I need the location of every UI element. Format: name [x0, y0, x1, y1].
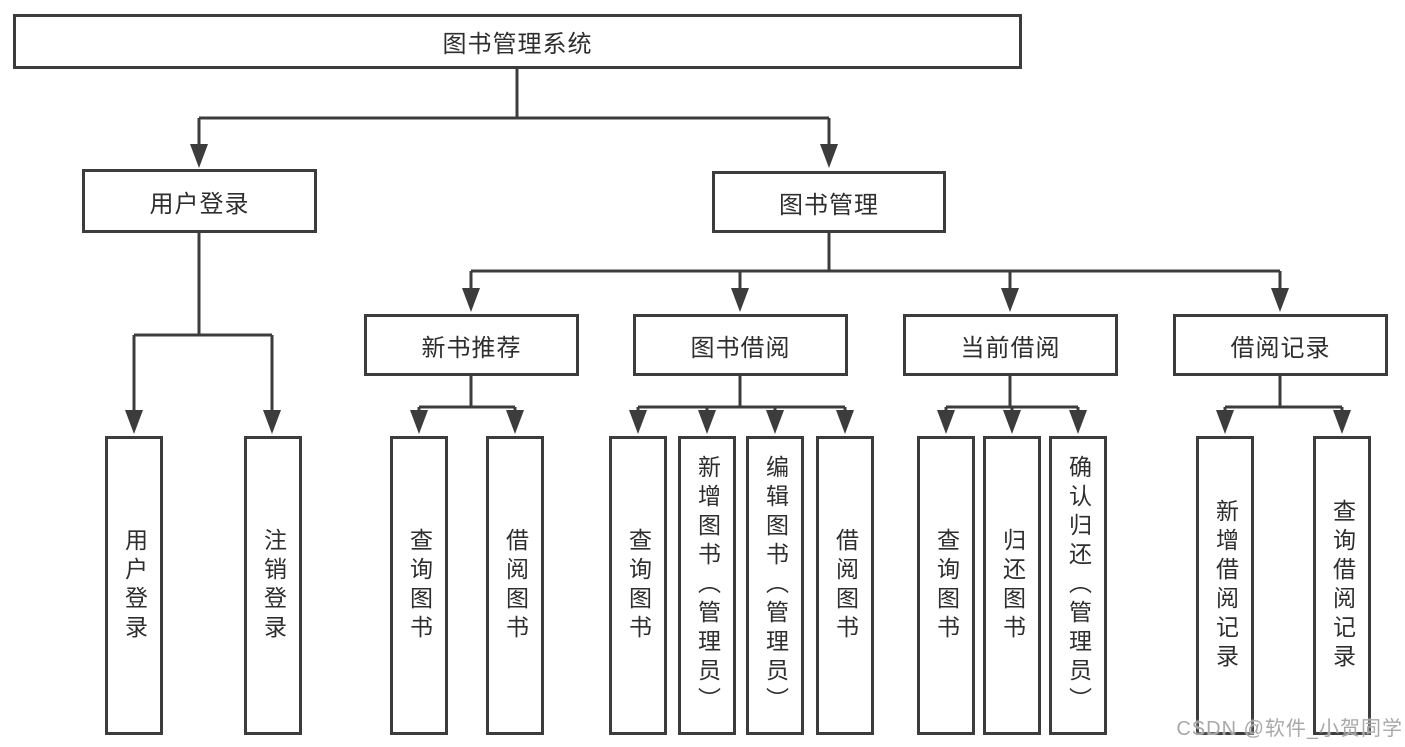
- node-user-login: 用户登录: [82, 169, 317, 233]
- node-root-system: 图书管理系统: [13, 14, 1022, 69]
- node-book-borrow: 图书借阅: [633, 314, 848, 376]
- leaf-user-login: 用户登录: [105, 436, 163, 735]
- leaf-query-borrow-record: 查询借阅记录: [1313, 436, 1371, 735]
- leaf-add-borrow-record: 新增借阅记录: [1196, 436, 1254, 735]
- csdn-watermark: CSDN @软件_小贺同学: [1176, 718, 1403, 740]
- leaf-label: 用户登录: [121, 527, 148, 644]
- node-book-management: 图书管理: [712, 171, 946, 233]
- leaf-add-book-admin: 新增图书（管理员）: [678, 436, 736, 735]
- leaf-label: 注销登录: [260, 527, 287, 644]
- leaf-label: 确认归还（管理员）: [1065, 455, 1092, 716]
- leaf-label: 编辑图书（管理员）: [762, 455, 789, 716]
- leaf-logout: 注销登录: [244, 436, 302, 735]
- leaf-label: 查询图书: [625, 527, 652, 644]
- leaf-label: 借阅图书: [832, 527, 859, 644]
- leaf-label: 查询图书: [406, 527, 433, 644]
- leaf-label: 查询借阅记录: [1329, 498, 1356, 673]
- leaf-query-books-borrow: 查询图书: [609, 436, 667, 735]
- arrowhead-icons: [125, 144, 1351, 434]
- node-borrow-records: 借阅记录: [1173, 314, 1388, 376]
- node-new-book-recommend: 新书推荐: [364, 314, 579, 376]
- node-current-borrow: 当前借阅: [903, 314, 1118, 376]
- leaf-label: 新增借阅记录: [1212, 498, 1239, 673]
- leaf-query-books-current: 查询图书: [917, 436, 975, 735]
- leaf-return-books: 归还图书: [983, 436, 1041, 735]
- leaf-confirm-return-admin: 确认归还（管理员）: [1049, 436, 1107, 735]
- leaf-label: 归还图书: [999, 527, 1026, 644]
- leaf-label: 查询图书: [933, 527, 960, 644]
- leaf-label: 新增图书（管理员）: [694, 455, 721, 716]
- leaf-borrow-books: 借阅图书: [816, 436, 874, 735]
- leaf-edit-book-admin: 编辑图书（管理员）: [746, 436, 804, 735]
- leaf-borrow-books-recommend: 借阅图书: [486, 436, 544, 735]
- leaf-label: 借阅图书: [502, 527, 529, 644]
- leaf-query-books-recommend: 查询图书: [390, 436, 448, 735]
